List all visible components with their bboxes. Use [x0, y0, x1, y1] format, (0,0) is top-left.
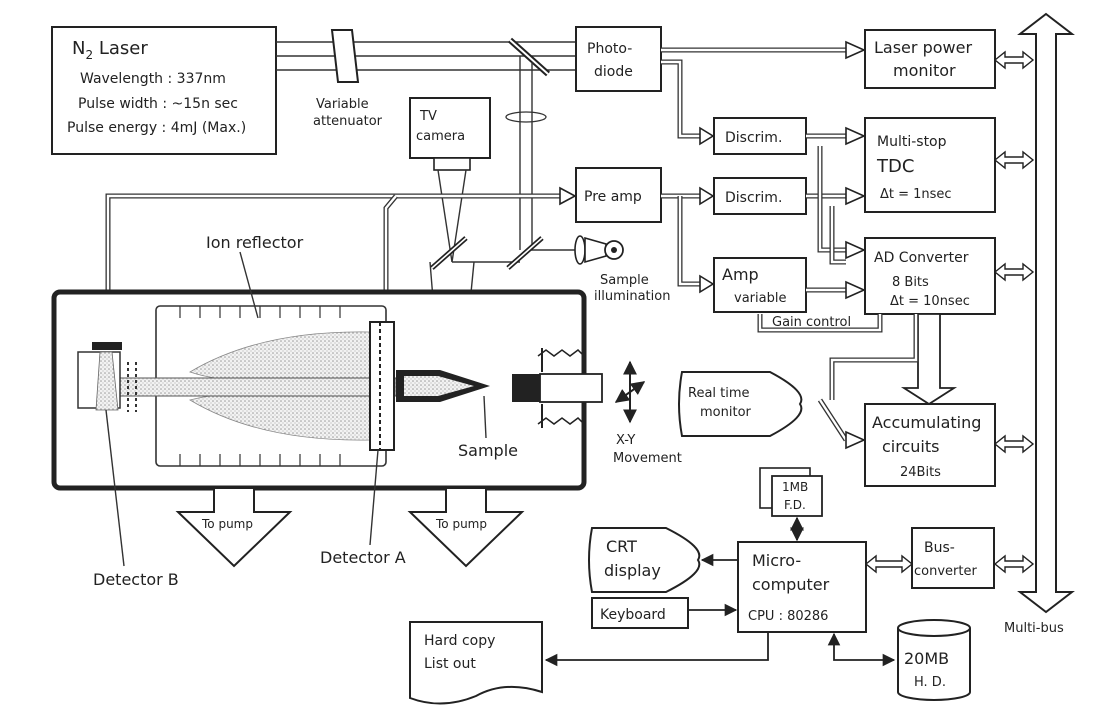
bus-label: Bus- — [924, 540, 955, 556]
ad-converter-box: AD Converter 8 Bits Δt = 10nsec — [864, 237, 996, 315]
to-pump-2-label: To pump — [435, 517, 487, 531]
detector-a-label: Detector A — [320, 548, 406, 567]
ion-reflector-label: Ion reflector — [206, 233, 304, 252]
xy-movement: X-Y Movement — [613, 360, 682, 466]
bus-connectors — [864, 50, 1035, 574]
amp-box: Amp variable — [713, 257, 807, 313]
beam-splitter-top — [507, 37, 551, 77]
attenuator-label-2: attenuator — [313, 114, 383, 129]
amp-variable-label: variable — [734, 291, 786, 306]
camera-label: camera — [416, 129, 465, 144]
hardcopy-label-2: List out — [424, 656, 476, 672]
cpu-label: CPU : 80286 — [748, 609, 828, 624]
detector-b-label: Detector B — [93, 570, 179, 589]
hard-disk: 20MB H. D. — [827, 619, 971, 701]
laser-power-label: Laser power — [874, 38, 972, 57]
rt-monitor-label: monitor — [700, 405, 752, 420]
signal-pipes — [105, 47, 919, 442]
multistop-label: Multi-stop — [877, 134, 947, 150]
gain-control-label: Gain control — [772, 315, 851, 330]
pump-2: To pump — [407, 487, 525, 568]
tv-label: TV — [419, 109, 437, 124]
ad-dt-label: Δt = 10nsec — [890, 294, 970, 309]
hardcopy-label-1: Hard copy — [424, 633, 495, 649]
multibus-label: Multi-bus — [1004, 621, 1064, 636]
pump-1: To pump — [175, 487, 293, 568]
tdc-box: Multi-stop TDC Δt = 1nsec — [864, 117, 996, 213]
discriminator-1-box: Discrim. — [713, 117, 807, 155]
illum-label-2: illumination — [594, 289, 670, 304]
micro-label: Micro- — [752, 551, 801, 570]
preamp-box: Pre amp — [575, 167, 662, 223]
pipe-arrowheads — [559, 40, 866, 450]
real-time-label: Real time — [688, 386, 750, 401]
multi-bus: Multi-bus — [1004, 12, 1075, 636]
tdc-dt-label: Δt = 1nsec — [880, 187, 952, 202]
laser-title-sub: 2 — [85, 48, 93, 62]
svg-text:N2 Laser: N2 Laser — [72, 38, 148, 62]
laser-pulse-energy: Pulse energy : 4mJ (Max.) — [67, 120, 246, 136]
converter-label: converter — [914, 564, 977, 579]
gain-control-path: Gain control — [757, 314, 883, 333]
laser-monitor-label: monitor — [893, 61, 956, 80]
sample-label: Sample — [458, 441, 518, 460]
laser-power-monitor-box: Laser power monitor — [864, 29, 996, 89]
crt-label: CRT — [606, 537, 637, 556]
photo-label: Photo- — [587, 41, 632, 57]
accumulating-label: Accumulating — [872, 413, 981, 432]
microcomputer-box: Micro- computer CPU : 80286 — [737, 541, 867, 633]
xy-label: X-Y — [616, 433, 635, 448]
variable-attenuator: Variable attenuator — [313, 29, 383, 129]
discrim-1-label: Discrim. — [725, 130, 782, 146]
real-time-monitor: Real time monitor — [678, 371, 803, 437]
ad-converter-label: AD Converter — [874, 250, 969, 266]
preamp-label: Pre amp — [584, 189, 642, 205]
amp-label: Amp — [722, 265, 759, 284]
laser-title-rest: Laser — [93, 38, 148, 59]
display-label: display — [604, 561, 661, 580]
accumulating-circuits-box: Accumulating circuits 24Bits — [864, 403, 996, 487]
keyboard-label: Keyboard — [600, 607, 666, 623]
tdc-label: TDC — [876, 156, 914, 177]
laser-title: N — [72, 38, 85, 59]
illum-label-1: Sample — [600, 273, 649, 288]
acc-bits-label: 24Bits — [900, 465, 941, 480]
discrim-2-label: Discrim. — [725, 190, 782, 206]
chamber-labels: Ion reflector Sample Detector A Detector… — [93, 233, 518, 589]
tv-camera: TV camera — [409, 97, 491, 171]
laser-pulse-width: Pulse width : ~15n sec — [78, 96, 238, 112]
movement-label: Movement — [613, 451, 682, 466]
beam-splitter-lower — [430, 236, 544, 270]
to-pump-1-label: To pump — [201, 517, 253, 531]
bus-converter-box: Bus- converter — [911, 527, 995, 589]
ad-to-accumulator-arrow — [900, 313, 958, 406]
vacuum-chamber — [51, 289, 603, 491]
circuits-label: circuits — [882, 437, 939, 456]
discriminator-2-box: Discrim. — [713, 177, 807, 215]
n2-laser-box: N2 Laser Wavelength : 337nm Pulse width … — [51, 26, 277, 155]
attenuator-label-1: Variable — [316, 97, 369, 112]
photodiode-box: Photo- diode — [575, 26, 662, 92]
hard-copy: Hard copy List out — [409, 621, 769, 705]
fd-label-2: F.D. — [784, 498, 806, 512]
hd-label-2: H. D. — [914, 675, 946, 690]
hd-label-1: 20MB — [904, 649, 949, 668]
ad-bits-label: 8 Bits — [892, 275, 929, 290]
floppy-disk-box: 1MB F.D. — [759, 467, 823, 542]
laser-wavelength: Wavelength : 337nm — [80, 71, 226, 87]
computer-label: computer — [752, 575, 830, 594]
keyboard-box: Keyboard — [591, 597, 738, 629]
fd-label-1: 1MB — [782, 480, 808, 494]
diode-label: diode — [594, 64, 633, 80]
illumination-lamp: Sample illumination — [574, 235, 670, 304]
crt-display: CRT display — [588, 527, 738, 593]
